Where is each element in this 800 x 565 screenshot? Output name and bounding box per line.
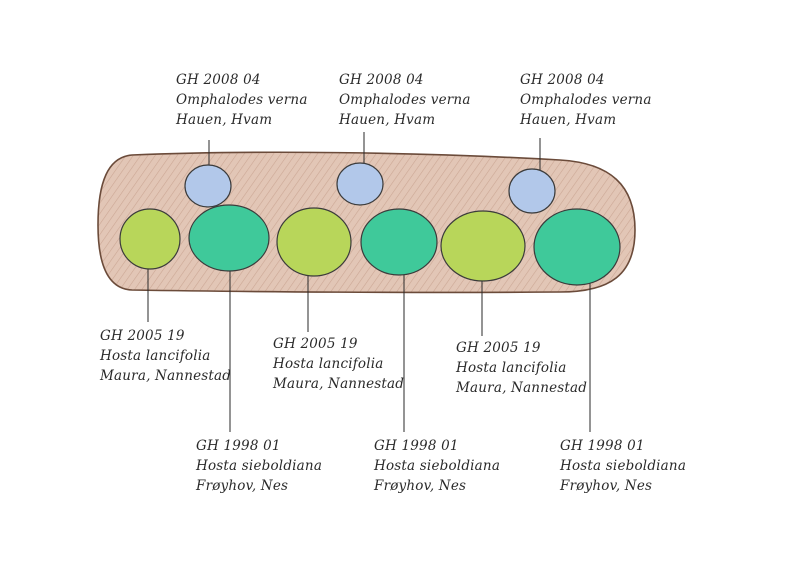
- omphalodes-label: GH 2008 04 Omphalodes verna Hauen, Hvam: [339, 70, 471, 130]
- sieboldiana-plant: [533, 208, 621, 286]
- lancifolia-label: GH 2005 19 Hosta lancifolia Maura, Nanne…: [100, 326, 231, 386]
- plant-source: Frøyhov, Nes: [196, 478, 289, 494]
- lancifolia-plants: [119, 207, 526, 282]
- accession-code: GH 2005 19: [273, 336, 358, 352]
- omphalodes-plants: [184, 162, 556, 214]
- plant-name: Hosta lancifolia: [100, 348, 211, 364]
- omphalodes-label: GH 2008 04 Omphalodes verna Hauen, Hvam: [176, 70, 308, 130]
- lancifolia-label: GH 2005 19 Hosta lancifolia Maura, Nanne…: [273, 334, 404, 394]
- plant-name: Hosta sieboldiana: [196, 458, 323, 474]
- plant-source: Hauen, Hvam: [339, 112, 436, 128]
- accession-code: GH 1998 01: [560, 438, 645, 454]
- accession-code: GH 1998 01: [196, 438, 281, 454]
- sieboldiana-label: GH 1998 01 Hosta sieboldiana Frøyhov, Ne…: [374, 436, 500, 496]
- plant-name: Hosta lancifolia: [456, 360, 567, 376]
- plant-source: Maura, Nannestad: [456, 380, 588, 396]
- sieboldiana-label: GH 1998 01 Hosta sieboldiana Frøyhov, Ne…: [560, 436, 686, 496]
- plant-name: Omphalodes verna: [339, 92, 471, 108]
- sieboldiana-plants: [188, 204, 621, 286]
- plant-source: Maura, Nannestad: [100, 368, 232, 384]
- plant-name: Omphalodes verna: [520, 92, 652, 108]
- accession-code: GH 2008 04: [339, 72, 424, 88]
- omphalodes-plant: [336, 162, 384, 206]
- plant-source: Frøyhov, Nes: [560, 478, 653, 494]
- plant-name: Hosta sieboldiana: [560, 458, 687, 474]
- accession-code: GH 1998 01: [374, 438, 459, 454]
- lancifolia-plant: [276, 207, 352, 277]
- plant-source: Frøyhov, Nes: [374, 478, 467, 494]
- lancifolia-label: GH 2005 19 Hosta lancifolia Maura, Nanne…: [456, 338, 587, 398]
- sieboldiana-plant: [360, 208, 438, 276]
- plant-name: Omphalodes verna: [176, 92, 308, 108]
- omphalodes-label: GH 2008 04 Omphalodes verna Hauen, Hvam: [520, 70, 652, 130]
- accession-code: GH 2005 19: [100, 328, 185, 344]
- sieboldiana-plant: [188, 204, 270, 272]
- lancifolia-plant: [440, 210, 526, 282]
- plant-source: Maura, Nannestad: [273, 376, 405, 392]
- accession-code: GH 2005 19: [456, 340, 541, 356]
- accession-code: GH 2008 04: [176, 72, 261, 88]
- plant-name: Hosta lancifolia: [273, 356, 384, 372]
- sieboldiana-label: GH 1998 01 Hosta sieboldiana Frøyhov, Ne…: [196, 436, 322, 496]
- accession-code: GH 2008 04: [520, 72, 605, 88]
- plant-source: Hauen, Hvam: [176, 112, 273, 128]
- lancifolia-plant: [119, 208, 181, 270]
- plant-source: Hauen, Hvam: [520, 112, 617, 128]
- plant-name: Hosta sieboldiana: [374, 458, 501, 474]
- omphalodes-plant: [184, 164, 232, 208]
- omphalodes-plant: [508, 168, 556, 214]
